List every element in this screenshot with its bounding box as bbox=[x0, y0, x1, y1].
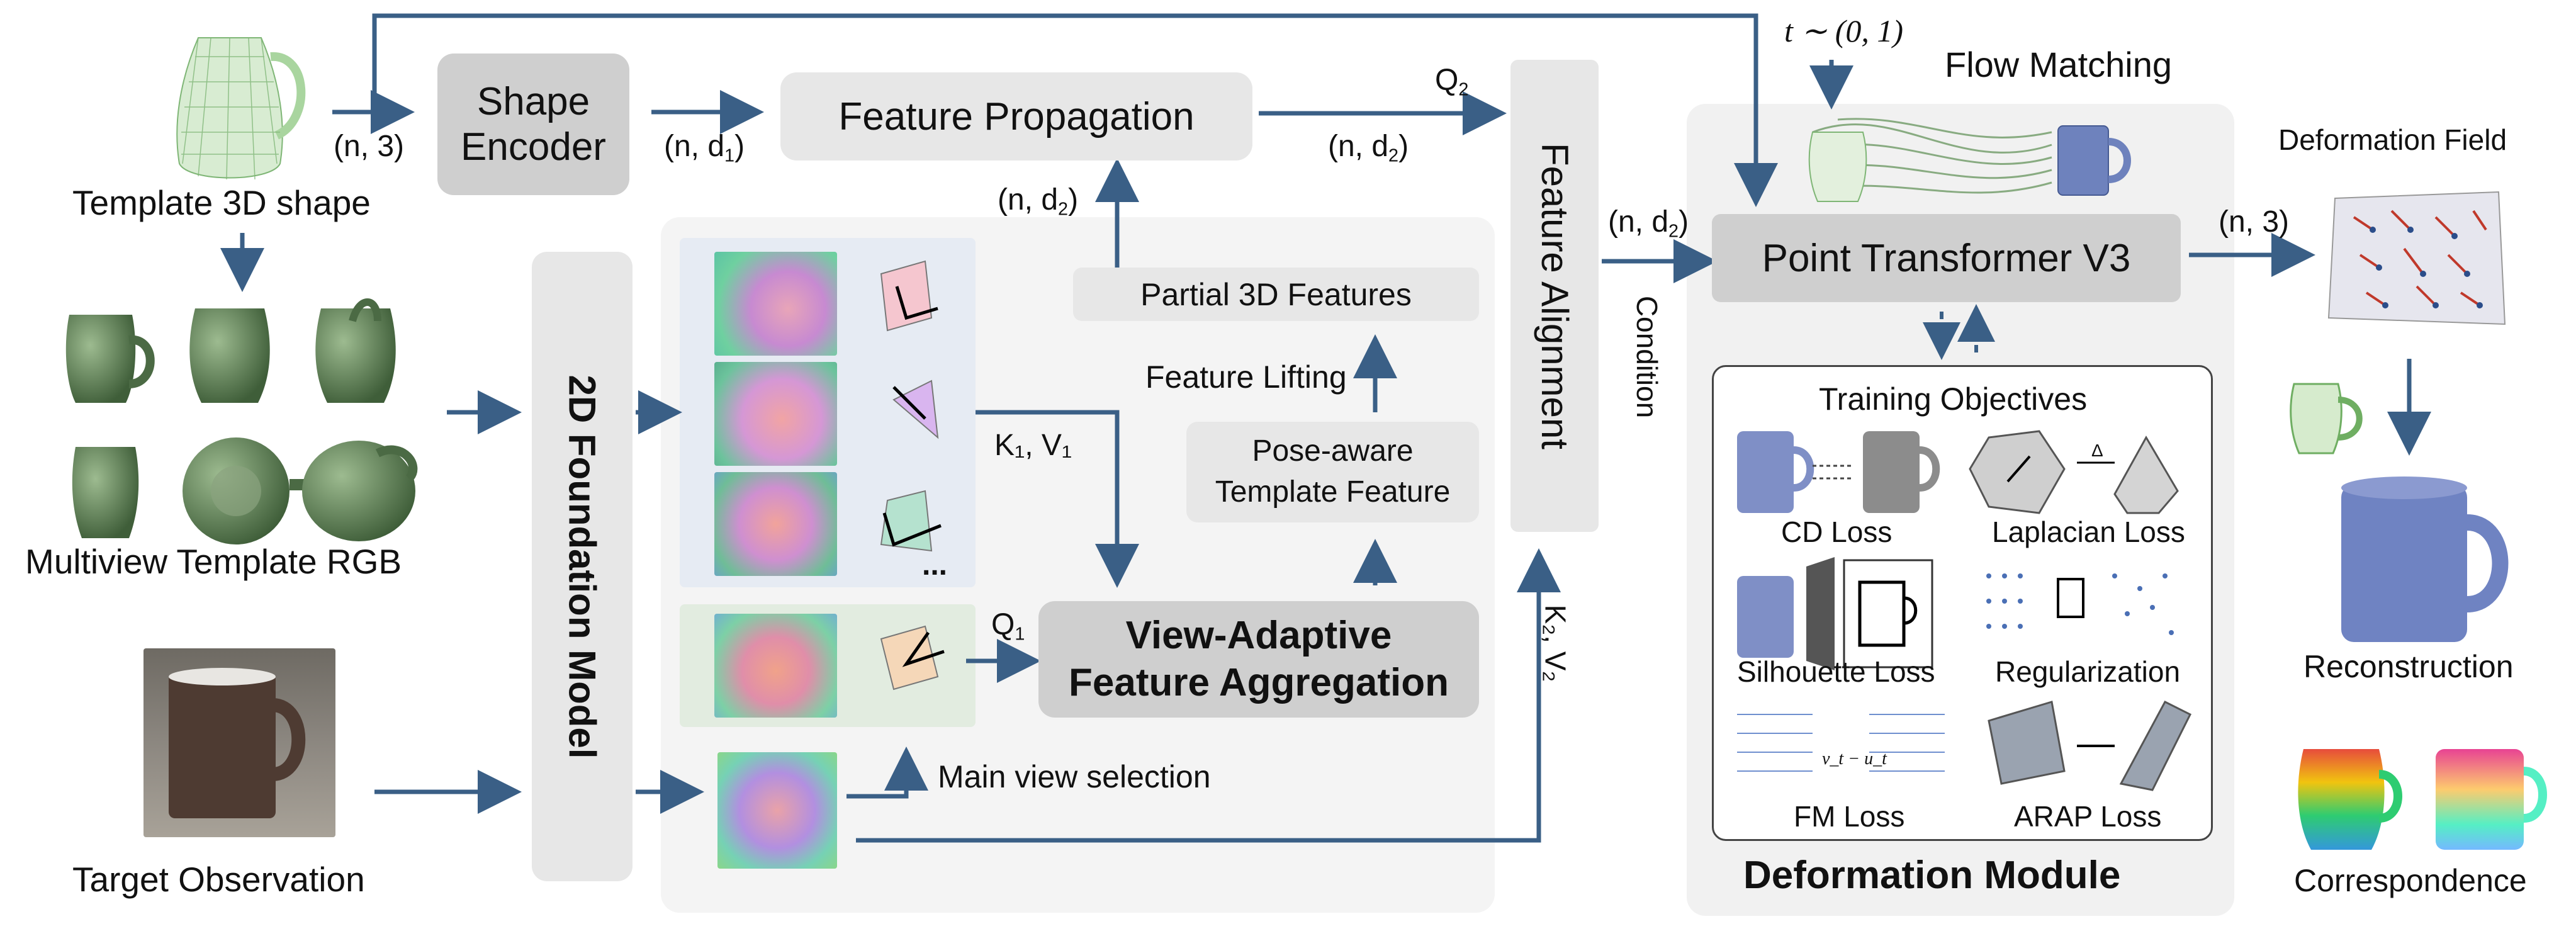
t-sampling-label: t ∼ (0, 1) bbox=[1784, 13, 1904, 48]
kv1-label: K₁, V₁ bbox=[994, 429, 1072, 462]
dim-n3-input: (n, 3) bbox=[334, 130, 405, 163]
feature-propagation-label: Feature Propagation bbox=[838, 94, 1195, 138]
template-shape-label: Template 3D shape bbox=[72, 183, 371, 222]
shape-encoder-line1: Shape bbox=[476, 80, 590, 124]
feature-map-target bbox=[717, 752, 837, 869]
silhouette-loss-label: Silhouette Loss bbox=[1737, 655, 1935, 688]
deformation-field-label: Deformation Field bbox=[2278, 123, 2507, 156]
foundation-model-label: 2D Foundation Model bbox=[561, 375, 604, 758]
arap-loss-label: ARAP Loss bbox=[2014, 800, 2162, 833]
laplacian-loss-label: Laplacian Loss bbox=[1992, 516, 2185, 548]
point-transformer-box: Point Transformer V3 bbox=[1712, 214, 2181, 302]
fm-loss-label: FM Loss bbox=[1794, 800, 1905, 833]
q1-label: Q1 bbox=[991, 608, 1025, 645]
dim-nd2-propagation: (n, d2) bbox=[1328, 130, 1409, 166]
shape-encoder-box: Shape Encoder bbox=[437, 54, 629, 195]
camera-pose-icons bbox=[880, 260, 945, 691]
condition-label: Condition bbox=[1631, 295, 1664, 419]
partial-3d-box: Partial 3D Features bbox=[1073, 268, 1479, 321]
deformation-field-plot bbox=[2327, 191, 2506, 325]
feature-alignment-box: Feature Alignment bbox=[1510, 60, 1599, 532]
training-objectives-panel bbox=[1712, 365, 2213, 841]
view-adaptive-box: View-Adaptive Feature Aggregation bbox=[1038, 601, 1479, 718]
pose-aware-box: Pose-aware Template Feature bbox=[1186, 422, 1479, 522]
flow-matching-label: Flow Matching bbox=[1945, 45, 2173, 84]
fm-formula: v_t − u_t bbox=[1822, 749, 1887, 769]
pose-aware-line2: Template Feature bbox=[1215, 475, 1451, 509]
point-transformer-label: Point Transformer V3 bbox=[1762, 236, 2131, 280]
dim-nd2-condition: (n, d2) bbox=[1608, 205, 1689, 242]
template-mug-wireframe bbox=[176, 37, 306, 180]
dim-nd2-partial: (n, d2) bbox=[998, 183, 1079, 220]
flow-matching-illustration bbox=[1808, 118, 2131, 202]
target-label: Target Observation bbox=[72, 860, 365, 899]
feature-alignment-label: Feature Alignment bbox=[1533, 142, 1576, 449]
reconstruction-label: Reconstruction bbox=[2303, 649, 2514, 684]
correspondence-mugs bbox=[2298, 749, 2547, 850]
shape-encoder-line2: Encoder bbox=[461, 125, 606, 169]
correspondence-label: Correspondence bbox=[2294, 863, 2527, 898]
green-deformed-mug bbox=[2290, 383, 2363, 454]
training-objectives-label: Training Objectives bbox=[1819, 381, 2088, 417]
dim-nd1: (n, d1) bbox=[664, 130, 745, 166]
feature-propagation-box: Feature Propagation bbox=[780, 72, 1252, 161]
multiview-mugs bbox=[65, 298, 418, 544]
partial-3d-label: Partial 3D Features bbox=[1140, 276, 1412, 312]
feature-map-1 bbox=[714, 252, 837, 356]
feature-map-target-group bbox=[714, 614, 837, 718]
view-adaptive-line1: View-Adaptive bbox=[1125, 614, 1392, 658]
loss-illustrations bbox=[1737, 430, 2192, 791]
view-adaptive-line2: Feature Aggregation bbox=[1069, 660, 1449, 704]
target-photo bbox=[143, 648, 335, 837]
cd-loss-label: CD Loss bbox=[1781, 516, 1893, 548]
q2-label: Q2 bbox=[1435, 64, 1469, 100]
feature-lifting-label: Feature Lifting bbox=[1145, 359, 1347, 395]
reconstruction-mug bbox=[2341, 476, 2509, 642]
foundation-model-box: 2D Foundation Model bbox=[532, 252, 633, 881]
feature-map-3 bbox=[714, 472, 837, 576]
kv2-label: K₂, V₂ bbox=[1539, 604, 1572, 682]
main-view-label: Main view selection bbox=[938, 759, 1211, 794]
regularization-label: Regularization bbox=[1995, 655, 2181, 688]
laplacian-delta: Δ bbox=[2091, 441, 2103, 460]
multiview-label: Multiview Template RGB bbox=[25, 542, 402, 581]
pose-aware-line1: Pose-aware bbox=[1252, 434, 1414, 468]
feature-map-2 bbox=[714, 362, 837, 466]
dim-n3-output: (n, 3) bbox=[2219, 205, 2290, 239]
deformation-module-label: Deformation Module bbox=[1743, 854, 2121, 897]
ellipsis-label: ... bbox=[922, 548, 948, 582]
